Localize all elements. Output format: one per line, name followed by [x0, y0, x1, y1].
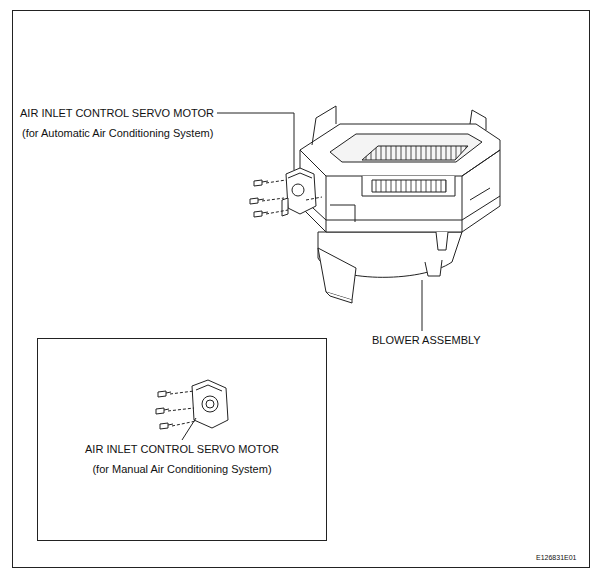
part-name: AIR INLET CONTROL SERVO MOTOR: [20, 107, 214, 120]
part-name: BLOWER ASSEMBLY: [372, 334, 481, 347]
servo-motor-auto: [282, 168, 316, 216]
part-note: (for Manual Air Conditioning System): [38, 463, 326, 476]
inset-box: AIR INLET CONTROL SERVO MOTOR (for Manual…: [37, 338, 327, 541]
screws-manual: [156, 391, 196, 429]
screws-auto: [250, 180, 322, 217]
servo-motor-manual: [192, 380, 228, 428]
part-note: (for Automatic Air Conditioning System): [22, 127, 213, 140]
leader-line: [182, 418, 196, 440]
figure-code: E126831E01: [536, 553, 576, 562]
leader-line: [217, 113, 294, 170]
part-name: AIR INLET CONTROL SERVO MOTOR: [38, 443, 326, 456]
blower-assembly: [300, 106, 500, 303]
leader-line: [422, 280, 423, 331]
outer-frame: [13, 11, 590, 568]
